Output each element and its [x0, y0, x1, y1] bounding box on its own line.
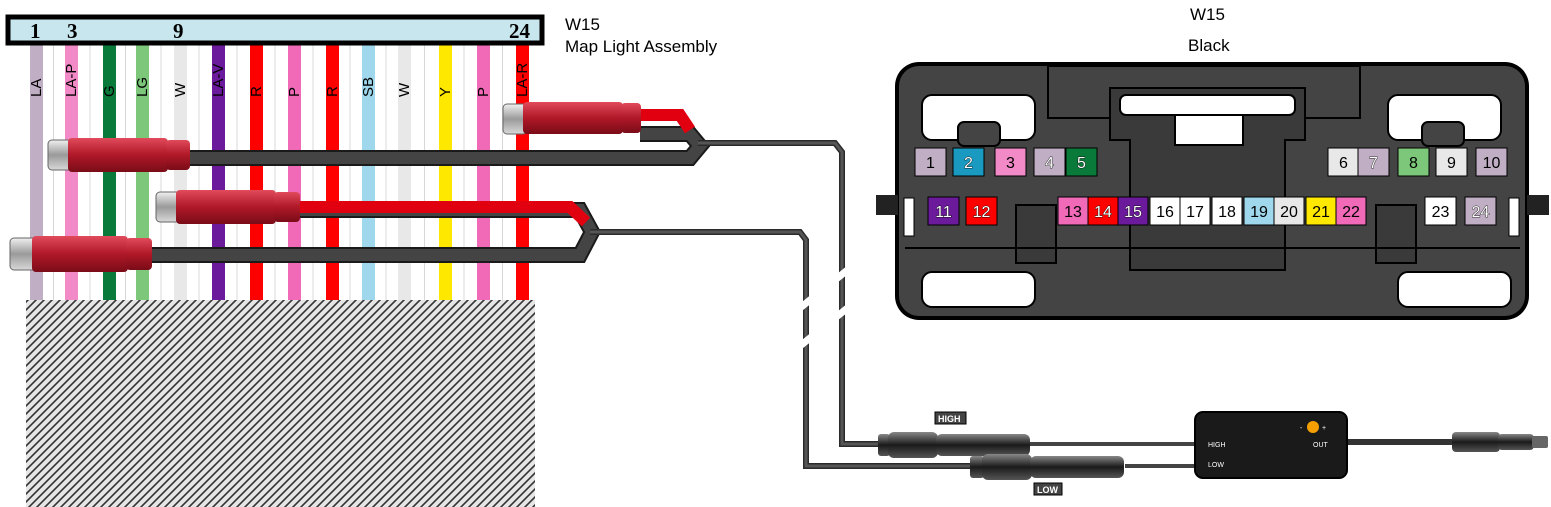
pin-cell-22 — [1335, 196, 1367, 226]
pin-cell-12 — [965, 196, 998, 226]
pin-label-11: 11 — [935, 204, 952, 221]
wire-label: W — [396, 82, 413, 97]
wire-label: Y — [437, 87, 454, 97]
pin-label-6: 6 — [1339, 155, 1348, 172]
pin-cell-16 — [1149, 196, 1181, 226]
box-high-label: HIGH — [1208, 442, 1226, 449]
wire-label: LA-R — [514, 63, 531, 97]
pin-cell-19 — [1243, 196, 1275, 226]
pin-label-5: 5 — [1077, 155, 1086, 172]
pin-cell-2 — [952, 147, 985, 177]
wire-label: LA-V — [210, 64, 227, 97]
pin-cell-17 — [1179, 196, 1211, 226]
red-plug-2 — [47, 138, 190, 172]
pin-cell-9 — [1435, 147, 1468, 177]
pin-label-13: 13 — [1064, 204, 1082, 221]
pin-cell-10 — [1475, 147, 1508, 177]
pin-number-9: 9 — [173, 19, 184, 43]
pin-cell-20 — [1273, 196, 1305, 226]
pin-number-24: 24 — [509, 19, 531, 43]
pin-label-21: 21 — [1312, 204, 1330, 221]
wire-stripe-13 — [477, 43, 490, 300]
pin-label-10: 10 — [1483, 155, 1501, 172]
minus-label: - — [1300, 425, 1303, 432]
wire-stripe-7 — [250, 43, 263, 300]
pin-label-23: 23 — [1432, 204, 1450, 221]
pin-label-7: 7 — [1369, 155, 1378, 172]
wire-stripe-12 — [439, 43, 452, 300]
pin-label-16: 16 — [1156, 204, 1174, 221]
pin-label-14: 14 — [1094, 204, 1112, 221]
connector-header-bar — [5, 14, 545, 46]
pin-label-15: 15 — [1124, 204, 1142, 221]
pin-cell-5 — [1065, 147, 1098, 177]
pin-cell-8 — [1397, 147, 1430, 177]
pin-number-3: 3 — [67, 19, 78, 43]
high-tag: HIGH — [938, 414, 961, 424]
pin-cell-23 — [1424, 196, 1457, 226]
pin-cell-18 — [1211, 196, 1243, 226]
wire-label: R — [248, 86, 265, 97]
wire-labels: LA LA-P G LG W LA-V R P R SB W Y P LA-R — [28, 63, 531, 97]
right-connector-title: W15 — [1190, 5, 1225, 24]
left-connector: 1 3 9 24 LA LA-P G LG W LA-V R P R SB W Y P LA-R — [5, 14, 545, 507]
wire-label: LG — [134, 77, 151, 97]
wire-label: P — [475, 87, 492, 97]
red-plug-1 — [502, 102, 641, 135]
wire-stripes — [30, 43, 529, 300]
pin-label-17: 17 — [1186, 204, 1204, 221]
pin-label-2: 2 — [964, 155, 973, 172]
wire-stripe-9 — [326, 43, 339, 300]
pin-cell-7 — [1357, 147, 1390, 177]
wire-stripe-6 — [212, 43, 225, 300]
wire-label: R — [324, 86, 341, 97]
left-connector-subtitle: Map Light Assembly — [565, 37, 718, 56]
box-out-label: OUT — [1313, 442, 1329, 449]
wire-stripe-8 — [288, 43, 301, 300]
left-connector-title: W15 — [565, 15, 600, 34]
hatched-area — [26, 300, 535, 507]
pin-label-19: 19 — [1250, 204, 1268, 221]
wire-stripe-10 — [362, 43, 375, 300]
low-tag: LOW — [1037, 485, 1058, 495]
pin-number-1: 1 — [30, 19, 41, 43]
pin-cell-24 — [1464, 196, 1497, 226]
wire-label: W — [172, 82, 189, 97]
plus-label: + — [1322, 425, 1326, 432]
red-plug-3 — [155, 190, 300, 224]
pin-cell-13 — [1057, 196, 1089, 226]
cables — [150, 109, 1455, 469]
wire-stripe-1 — [30, 43, 43, 300]
pin-cell-4 — [1033, 147, 1066, 177]
pin-cell-3 — [994, 147, 1027, 177]
pin-label-12: 12 — [973, 204, 991, 221]
pin-cell-21 — [1305, 196, 1337, 226]
pin-cell-11 — [927, 196, 960, 226]
wire-label: P — [286, 87, 303, 97]
wire-label: G — [101, 85, 118, 97]
right-connector-housing — [876, 62, 1549, 320]
box-low-label: LOW — [1208, 462, 1224, 469]
pin-label-3: 3 — [1006, 155, 1015, 172]
wire-label: LA — [28, 79, 45, 97]
pin-cell-1 — [914, 147, 947, 177]
pin-label-18: 18 — [1218, 204, 1236, 221]
pin-label-20: 20 — [1280, 204, 1298, 221]
pin-cell-15 — [1117, 196, 1149, 226]
wire-stripe-11 — [398, 43, 411, 300]
pin-label-8: 8 — [1409, 155, 1418, 172]
wire-stripe-5 — [174, 43, 187, 300]
pin-label-4: 4 — [1045, 155, 1054, 172]
pin-label-24: 24 — [1472, 204, 1490, 221]
wire-label: LA-P — [63, 64, 80, 97]
pin-label-22: 22 — [1342, 204, 1360, 221]
adapter-assembly: HIGH LOW - + HIGH LOW OUT — [878, 411, 1548, 496]
pin-label-9: 9 — [1447, 155, 1456, 172]
right-connector-subtitle: Black — [1188, 36, 1230, 55]
wire-label: SB — [360, 77, 377, 97]
red-plug-4 — [9, 236, 152, 272]
pin-label-1: 1 — [926, 155, 935, 172]
